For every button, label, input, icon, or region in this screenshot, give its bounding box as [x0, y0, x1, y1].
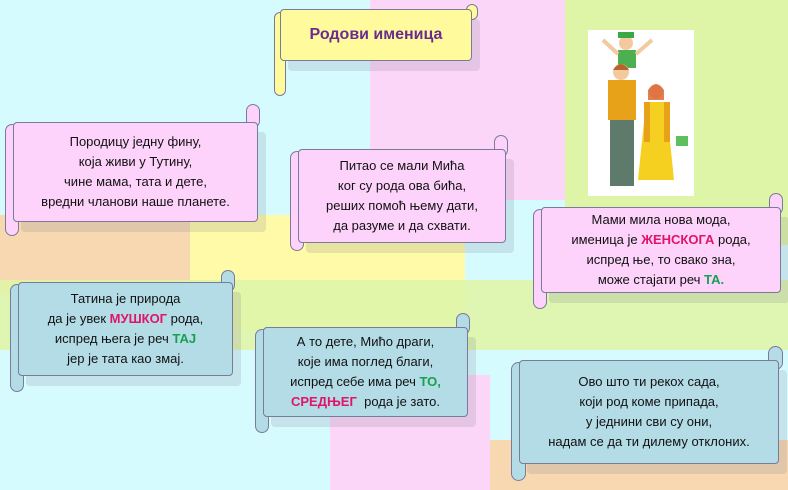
verse-text: у једнини сви су они,	[585, 414, 713, 429]
verse-line: да је увек МУШКОГ рода,	[48, 309, 204, 329]
verse-line: испред ње, то свако зна,	[587, 250, 736, 270]
title-banner: Родови именица	[274, 4, 478, 96]
family-illustration	[588, 30, 694, 196]
verse-line: које има поглед благи,	[298, 352, 434, 372]
scroll-family-intro: Породицу једну фину, која живи у Тутину,…	[5, 104, 260, 239]
verse-text: рода,	[714, 232, 751, 247]
verse-line: А то дете, Мићо драги,	[297, 332, 434, 352]
scroll-mica-question: Питао се мали Мића ког су рода ова бића,…	[290, 135, 508, 251]
verse-text: Породицу једну фину,	[69, 134, 202, 149]
verse-text: именица је	[571, 232, 642, 247]
page-title: Родови именица	[309, 26, 443, 43]
verse-text: које има поглед благи,	[297, 354, 434, 369]
verse-line: СРЕДЊЕГ рода је зато.	[291, 392, 440, 412]
verse-line: надам се да ти дилему отклоних.	[548, 432, 749, 452]
verse-text: А то дете, Мићо драги,	[296, 334, 435, 349]
verse-text: који род коме припада,	[579, 394, 719, 409]
verse-line: Питао се мали Мића	[339, 156, 464, 176]
scroll-neuter: А то дете, Мићо драги, које има поглед б…	[255, 313, 470, 433]
verse-text: испред себе има реч	[290, 374, 420, 389]
verse-text: Питао се мали Мића	[339, 158, 465, 173]
verse-line: реших помоћ њему дати,	[326, 196, 478, 216]
verse-line: чине мама, тата и дете,	[64, 172, 207, 192]
verse-text: Ово што ти рекох сада,	[578, 374, 720, 389]
pronoun-highlight: ТА.	[704, 272, 725, 287]
verse-line: Породицу једну фину,	[70, 132, 202, 152]
verse-line: именица је ЖЕНСКОГА рода,	[571, 230, 750, 250]
verse-line: испред њега је реч ТАЈ	[55, 329, 196, 349]
verse-line: јер је тата као змај.	[67, 349, 184, 369]
verse-text: чине мама, тата и дете,	[64, 174, 207, 189]
verse-line: Татина је природа	[71, 289, 181, 309]
neuter-highlight: СРЕДЊЕГ	[291, 394, 357, 409]
masculine-highlight: МУШКОГ	[109, 311, 168, 326]
verse-line: ког су рода ова бића,	[338, 176, 466, 196]
scroll-conclusion: Ово што ти рекох сада, који род коме при…	[511, 346, 783, 481]
pronoun-highlight: ТО,	[419, 374, 441, 389]
pronoun-highlight: ТАЈ	[172, 331, 197, 346]
feminine-highlight: ЖЕНСКОГА	[641, 232, 715, 247]
verse-line: вредни чланови наше планете.	[41, 192, 230, 212]
verse-line: у једнини сви су они,	[586, 412, 712, 432]
verse-text: да разуме и да схвати.	[333, 218, 471, 233]
scroll-masculine: Татина је природа да је увек МУШКОГ рода…	[10, 270, 235, 392]
verse-text: ког су рода ова бића,	[337, 178, 467, 193]
verse-text: може стајати реч	[597, 272, 705, 287]
scroll-feminine: Мами мила нова мода, именица је ЖЕНСКОГА…	[533, 193, 783, 309]
verse-text: Мами мила нова мода,	[591, 212, 731, 227]
verse-line: може стајати реч ТА.	[598, 270, 724, 290]
verse-text: вредни чланови наше планете.	[41, 194, 230, 209]
verse-line: испред себе има реч ТО,	[290, 372, 441, 392]
verse-line: која живи у Тутину,	[79, 152, 193, 172]
verse-text: рода је зато.	[356, 394, 440, 409]
verse-line: Мами мила нова мода,	[592, 210, 731, 230]
verse-text: Татина је природа	[70, 291, 181, 306]
verse-text: испред њега је реч	[54, 331, 173, 346]
verse-line: који род коме припада,	[579, 392, 718, 412]
verse-line: да разуме и да схвати.	[333, 216, 471, 236]
verse-text: да је увек	[47, 311, 110, 326]
verse-text: јер је тата као змај.	[67, 351, 184, 366]
verse-text: испред ње, то свако зна,	[586, 252, 736, 267]
verse-text: која живи у Тутину,	[78, 154, 193, 169]
verse-text: надам се да ти дилему отклоних.	[548, 434, 750, 449]
verse-line: Ово што ти рекох сада,	[578, 372, 719, 392]
verse-text: реших помоћ њему дати,	[326, 198, 478, 213]
verse-text: рода,	[167, 311, 204, 326]
